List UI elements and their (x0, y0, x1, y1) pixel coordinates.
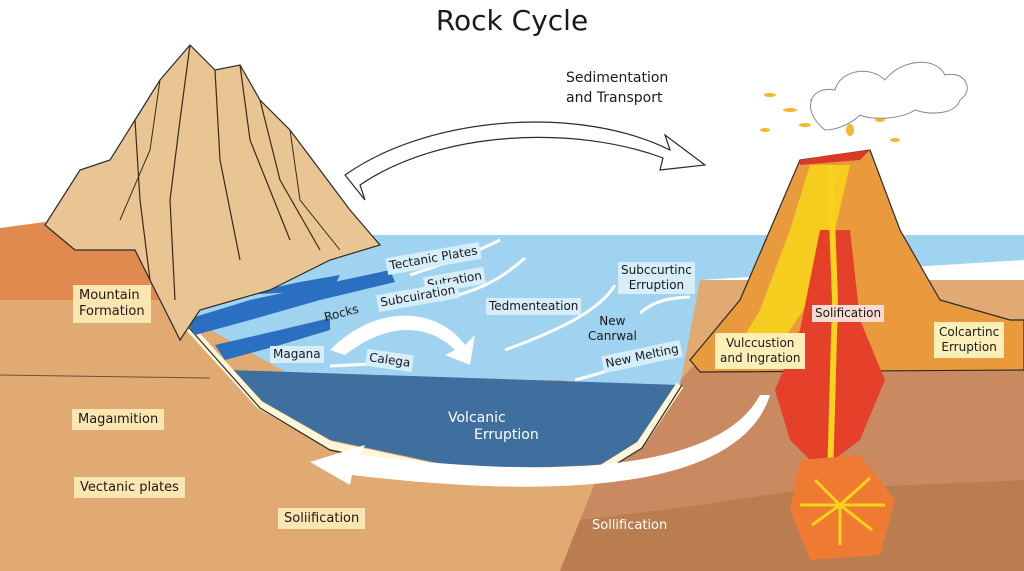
tedmenteation-label: Tedmenteation (486, 298, 582, 315)
label-line: Vulccustion (726, 336, 795, 350)
label-line: Erruption (474, 427, 539, 443)
strata-line (0, 374, 211, 379)
label-line: Subccurtinc (621, 263, 692, 277)
magma-conduit (827, 164, 839, 481)
magana-label: Magana (270, 346, 324, 363)
subccurtinc-eruption-label: Subccurtinc Erruption (618, 262, 695, 294)
orange-strata (0, 222, 160, 300)
new-canrwal-label: New Canrwal (588, 314, 637, 344)
label-line: and Transport (566, 90, 663, 106)
ocean-deep (230, 370, 680, 470)
mountain (44, 44, 382, 342)
label-line: and Ingration (720, 351, 801, 365)
sollification-label: Sollification (592, 518, 668, 533)
label-line: Sedimentation (566, 70, 669, 86)
vulccustion-ingration-label: Vulccustion and Ingration (715, 333, 806, 369)
sedimentation-arrow (344, 121, 707, 201)
vectanic-plates-label: Vectanic plates (74, 477, 185, 498)
volcanic-eruption-label: Volcanic Erruption (448, 410, 539, 444)
label-line: Colcartinc (939, 325, 1000, 339)
soliification-label: Soliification (278, 508, 366, 529)
label-line: Mountain (79, 288, 140, 303)
cycle-arrows (310, 315, 770, 487)
label-line: Canrwal (588, 329, 637, 343)
steam-cloud (810, 61, 968, 131)
magma-chamber-upper (775, 230, 885, 470)
label-line: Formation (79, 304, 145, 319)
label-line: New (599, 314, 626, 328)
sedimentation-transport-label: Sedimentation and Transport (566, 68, 668, 108)
solification-label: Solification (812, 305, 885, 322)
colcartinc-eruption-label: Colcartinc Erruption (934, 322, 1005, 358)
magaimition-label: Magaımition (72, 409, 165, 430)
volcano (689, 61, 1024, 560)
diagram-title: Rock Cycle (435, 4, 589, 37)
mountain-formation-label: Mountain Formation (73, 285, 151, 323)
label-line: Erruption (941, 340, 997, 354)
label-line: Erruption (628, 278, 685, 292)
deep-ground-right (560, 480, 1024, 571)
label-line: Volcanic (448, 410, 506, 426)
